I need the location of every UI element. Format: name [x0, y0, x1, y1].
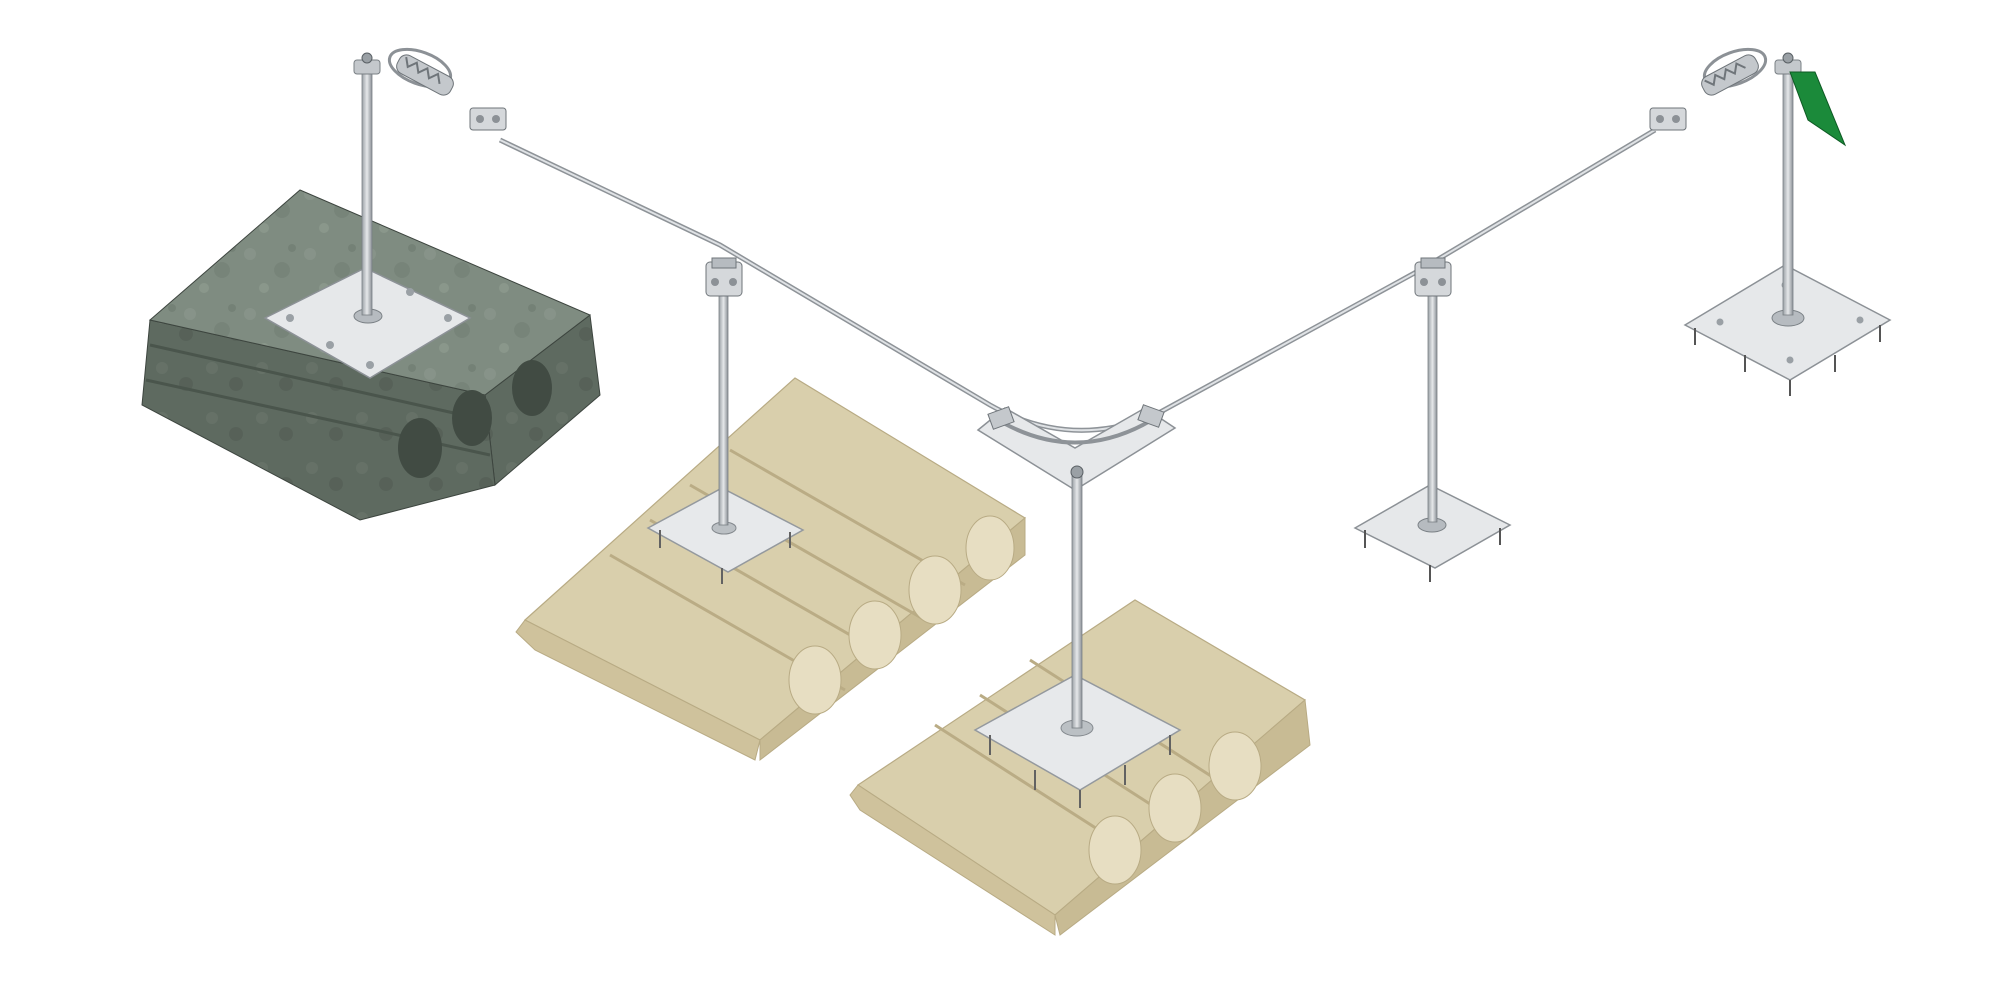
lifeline-cable — [498, 127, 1657, 433]
intermediate-post-right — [1353, 257, 1512, 582]
green-tag — [1789, 71, 1847, 147]
hollow-core-1 — [398, 418, 442, 478]
hollow-core-2 — [452, 390, 492, 446]
slab-translucent-left — [515, 377, 1027, 762]
tensioner-left — [387, 47, 507, 131]
slab-translucent-center — [849, 599, 1311, 936]
corner-post — [976, 404, 1177, 729]
intermediate-post-left — [705, 257, 743, 526]
end-post-right — [1683, 52, 1892, 396]
hollow-core-3 — [512, 360, 552, 416]
tensioner-right — [1649, 47, 1768, 131]
end-post-left — [353, 52, 381, 316]
